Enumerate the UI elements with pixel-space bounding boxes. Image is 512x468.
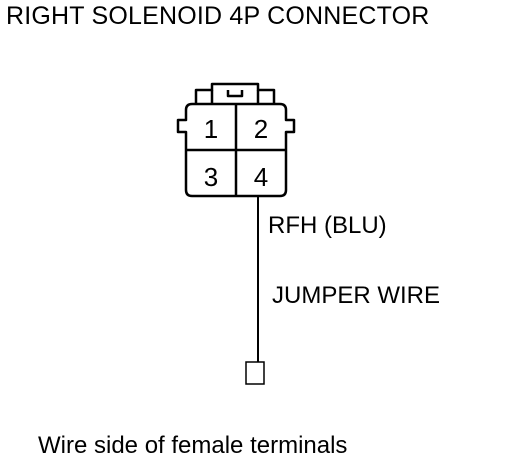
jumper-wire: [245, 196, 265, 385]
jumper-terminal: [245, 361, 265, 385]
connector-body: [176, 82, 296, 198]
diagram-caption: Wire side of female terminals: [38, 432, 348, 459]
diagram-title: RIGHT SOLENOID 4P CONNECTOR: [6, 2, 430, 30]
pin-2-label: 2: [254, 114, 268, 144]
pin-1-label: 1: [204, 114, 218, 144]
wire-color-label: RFH (BLU): [268, 212, 387, 239]
pin-3-label: 3: [204, 162, 218, 192]
pin-4-label: 4: [254, 162, 268, 192]
jumper-wire-label: JUMPER WIRE: [272, 282, 440, 309]
pin-labels: 1 2 3 4: [204, 114, 268, 192]
